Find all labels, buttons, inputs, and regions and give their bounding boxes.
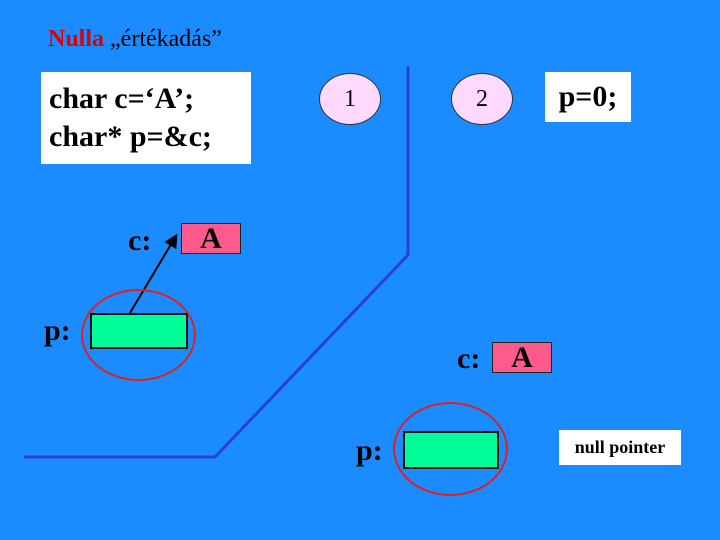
code-box: char c=‘A’; char* p=&c; <box>41 72 251 164</box>
highlight-ring-2 <box>393 402 508 496</box>
c-cell-2: A <box>492 342 552 373</box>
null-pointer-label: null pointer <box>559 430 681 465</box>
title-rest: „értékadás” <box>104 26 222 52</box>
c-label-2: c: <box>457 342 481 375</box>
slide-title: Nulla „értékadás” <box>48 24 222 54</box>
title-bold: Nulla <box>48 26 105 52</box>
step-2-code: p=0; <box>545 72 631 122</box>
code-line-1: char c=‘A’; <box>49 82 195 115</box>
highlight-ring-1 <box>81 289 196 381</box>
divider-line-right <box>24 66 410 459</box>
code-line-2: char* p=&c; <box>49 120 212 153</box>
p-label-2: p: <box>356 434 383 467</box>
c-label-1: c: <box>128 224 152 257</box>
step-badge-2: 2 <box>451 73 513 125</box>
step-badge-1: 1 <box>319 73 381 125</box>
p-label-1: p: <box>44 314 71 347</box>
c-cell-1: A <box>181 223 241 254</box>
